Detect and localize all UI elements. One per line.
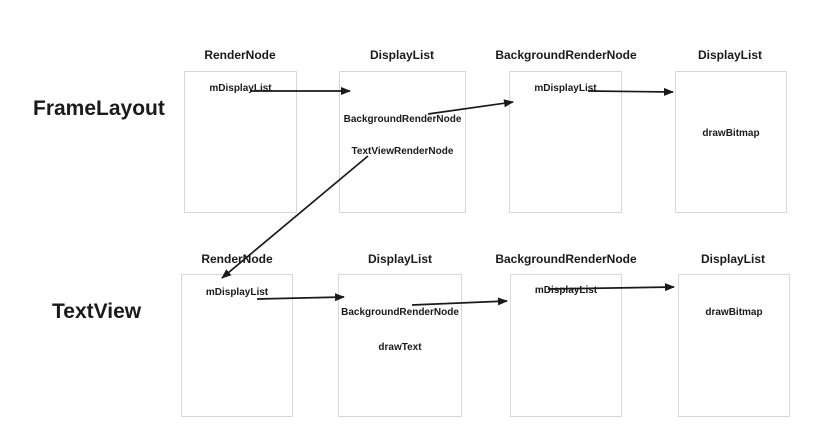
box-textview-displaylist: BackgroundRenderNode drawText [338, 274, 462, 417]
box-framelayout-rendernode: mDisplayList [184, 71, 297, 213]
title-framelayout-displaylist-2: DisplayList [697, 48, 763, 62]
title-textview-rendernode: RenderNode [201, 252, 273, 266]
label-framelayout-rendernode-mdisplaylist: mDisplayList [209, 83, 272, 94]
title-framelayout-backgroundrendernode: BackgroundRenderNode [495, 48, 637, 62]
label-framelayout-displaylist-textviewrendernode: TextViewRenderNode [351, 146, 454, 157]
label-textview-displaylist-backgroundrendernode: BackgroundRenderNode [341, 307, 459, 318]
box-framelayout-backgroundrendernode: mDisplayList [509, 71, 622, 213]
title-framelayout-rendernode: RenderNode [204, 48, 276, 62]
box-textview-displaylist-2: drawBitmap [678, 274, 790, 417]
label-framelayout-backgroundrendernode-mdisplaylist: mDisplayList [534, 83, 597, 94]
row-label-textview: TextView [52, 300, 142, 323]
label-framelayout-displaylist-backgroundrendernode: BackgroundRenderNode [343, 114, 462, 125]
label-framelayout-drawbitmap: drawBitmap [702, 128, 760, 139]
label-textview-rendernode-mdisplaylist: mDisplayList [205, 287, 269, 298]
title-textview-displaylist-2: DisplayList [700, 252, 766, 266]
title-textview-displaylist: DisplayList [367, 252, 433, 266]
label-textview-drawbitmap: drawBitmap [705, 307, 763, 318]
label-textview-displaylist-drawtext: drawText [378, 342, 422, 353]
box-textview-rendernode: mDisplayList [181, 274, 293, 417]
title-textview-backgroundrendernode: BackgroundRenderNode [495, 252, 637, 266]
box-framelayout-displaylist-2: drawBitmap [675, 71, 787, 213]
row-label-framelayout: FrameLayout [33, 97, 165, 120]
title-framelayout-displaylist: DisplayList [369, 48, 435, 62]
box-framelayout-displaylist: BackgroundRenderNode TextViewRenderNode [339, 71, 466, 213]
box-textview-backgroundrendernode: mDisplayList [510, 274, 622, 417]
label-textview-backgroundrendernode-mdisplaylist: mDisplayList [534, 285, 598, 296]
